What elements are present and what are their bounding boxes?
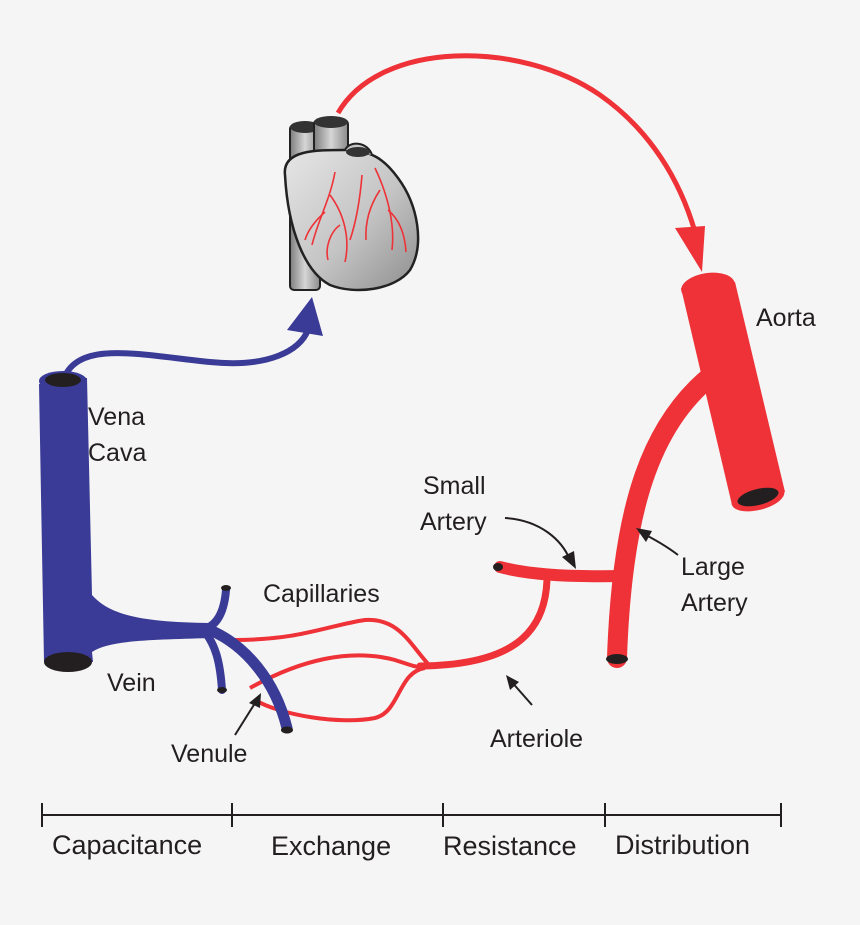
venule-pointer — [234, 693, 261, 736]
vena-cava-label-line1: Vena — [88, 403, 145, 431]
small-artery — [493, 561, 631, 583]
arteriole — [416, 576, 551, 670]
small-artery-label-line2: Artery — [420, 508, 487, 536]
small-artery-label-line1: Small — [423, 472, 486, 500]
large-artery-pointer — [636, 528, 679, 556]
venule-end — [221, 585, 231, 591]
scale-segment-distribution: Distribution — [615, 830, 750, 860]
heart-icon — [283, 116, 420, 292]
large-artery-label-line1: Large — [681, 553, 745, 581]
scale-segment-capacitance: Capacitance — [52, 830, 202, 860]
large-artery — [606, 365, 722, 668]
small-artery-pointer — [504, 517, 576, 569]
aorta-label: Aorta — [756, 304, 816, 332]
scale-segment-resistance: Resistance — [443, 831, 577, 861]
systemic-flow-arrow — [335, 53, 705, 272]
vena-cava — [39, 371, 210, 672]
capillaries-label: Capillaries — [263, 580, 380, 608]
vein — [196, 586, 293, 734]
large-artery-label-line2: Artery — [681, 589, 748, 617]
venous-return-arrow — [61, 297, 323, 380]
arteriole-label: Arteriole — [490, 725, 583, 753]
vein-label: Vein — [107, 669, 156, 697]
venule-end — [281, 726, 293, 734]
arteriole-pointer — [506, 675, 533, 706]
vena-cava-label-line2: Cava — [88, 439, 146, 467]
aorta — [681, 272, 785, 512]
scale-segment-exchange: Exchange — [271, 831, 391, 861]
venule-end — [217, 687, 227, 693]
venule-label: Venule — [171, 740, 247, 768]
functional-scale-bar — [41, 803, 782, 827]
